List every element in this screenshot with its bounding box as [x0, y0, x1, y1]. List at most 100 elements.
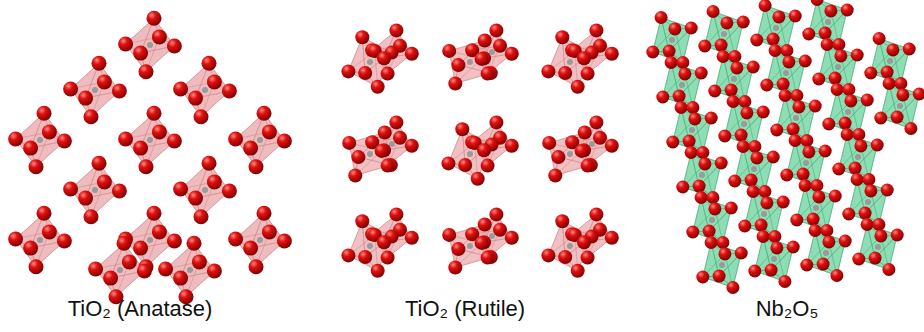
oxygen-atom [718, 247, 731, 260]
oxygen-atom [441, 156, 455, 170]
oxygen-atom [188, 91, 203, 106]
metal-atom [699, 172, 705, 178]
oxygen-atom [542, 136, 556, 150]
oxygen-atom [137, 264, 152, 279]
oxygen-atom [861, 94, 874, 107]
oxygen-atom [555, 214, 569, 228]
oxygen-atom [202, 156, 217, 171]
oxygen-atom [475, 236, 489, 250]
metal-atom [117, 267, 123, 273]
oxygen-atom [371, 80, 385, 94]
label-row: TiO₂ (Anatase)TiO₂ (Rutile)Nb₂O₅ [0, 294, 924, 328]
oxygen-atom [541, 248, 555, 262]
oxygen-atom [389, 115, 403, 129]
oxygen-atom [770, 241, 783, 254]
oxygen-atom [578, 126, 592, 140]
metal-atom [793, 115, 799, 121]
oxygen-atom [249, 159, 264, 174]
oxygen-atom [747, 185, 760, 198]
oxygen-atom [728, 50, 741, 63]
oxygen-atom [481, 251, 495, 265]
oxygen-atom [844, 94, 857, 107]
metal-atom [751, 166, 757, 172]
metal-atom [897, 103, 903, 109]
oxygen-atom [63, 82, 78, 97]
oxygen-atom [147, 11, 162, 26]
oxygen-atom [713, 270, 726, 283]
oxygen-atom [755, 219, 768, 232]
oxygen-atom [686, 101, 699, 114]
oxygen-atom [37, 106, 52, 121]
oxygen-atom [355, 214, 369, 228]
oxygen-atom [405, 139, 419, 153]
oxygen-atom [824, 4, 837, 17]
oxygen-atom [688, 112, 701, 125]
oxygen-atom [685, 146, 698, 159]
oxygen-atom [715, 39, 728, 52]
oxygen-atom [862, 173, 875, 186]
oxygen-atom [152, 124, 167, 139]
oxygen-atom [727, 95, 740, 108]
oxygen-atom [381, 159, 395, 173]
oxygen-atom [192, 254, 207, 269]
oxygen-atom [683, 135, 696, 148]
oxygen-atom [577, 235, 591, 249]
oxygen-atom [589, 207, 603, 221]
metal-atom [825, 19, 831, 25]
metal-atom [467, 243, 473, 249]
oxygen-atom [152, 224, 167, 239]
label-cell: Nb₂O₅ [650, 294, 924, 328]
oxygen-atom [820, 224, 833, 237]
oxygen-atom [187, 236, 202, 251]
oxygen-atom [173, 82, 188, 97]
oxygen-atom [173, 271, 188, 286]
oxygen-atom [807, 213, 820, 226]
oxygen-atom [790, 214, 803, 227]
oxygen-atom [663, 45, 676, 58]
oxygen-atom [158, 262, 173, 277]
oxygen-atom [874, 229, 887, 242]
oxygen-atom [703, 225, 716, 238]
oxygen-atom [78, 191, 93, 206]
oxygen-atom [342, 136, 356, 150]
oxygen-atom [673, 90, 686, 103]
metal-atom [721, 31, 727, 37]
metal-atom [679, 82, 685, 88]
oxygen-atom [222, 84, 237, 99]
oxygen-atom [705, 112, 718, 125]
oxygen-atom [696, 146, 709, 159]
oxygen-atom [874, 112, 887, 125]
metal-atom [887, 58, 893, 64]
oxygen-atom [800, 259, 813, 272]
oxygen-atom [571, 80, 585, 94]
oxygen-atom [605, 139, 619, 153]
oxygen-atom [767, 33, 780, 46]
oxygen-atom [852, 128, 865, 141]
metal-atom [771, 256, 777, 262]
oxygen-atom [8, 132, 23, 147]
oxygen-atom [262, 224, 277, 239]
oxygen-atom [341, 64, 355, 78]
oxygen-atom [777, 78, 790, 91]
oxygen-atom [839, 117, 852, 130]
oxygen-atom [841, 128, 854, 141]
metal-atom [489, 233, 495, 239]
oxygen-atom [451, 58, 465, 72]
oxygen-atom [904, 122, 917, 135]
oxygen-atom [871, 139, 884, 152]
oxygen-atom [605, 47, 619, 61]
metal-atom [761, 211, 767, 217]
oxygen-atom [686, 226, 699, 239]
structure-label: TiO₂ (Anatase) [68, 294, 213, 324]
oxygen-atom [832, 38, 845, 51]
oxygen-atom [834, 49, 847, 62]
metal-atom [257, 237, 263, 243]
metal-atom [92, 87, 98, 93]
oxygen-atom [581, 67, 595, 81]
oxygen-atom [118, 132, 133, 147]
oxygen-atom [541, 64, 555, 78]
oxygen-atom [706, 191, 719, 204]
oxygen-atom [133, 241, 148, 256]
oxygen-atom [207, 74, 222, 89]
oxygen-atom [207, 174, 222, 189]
